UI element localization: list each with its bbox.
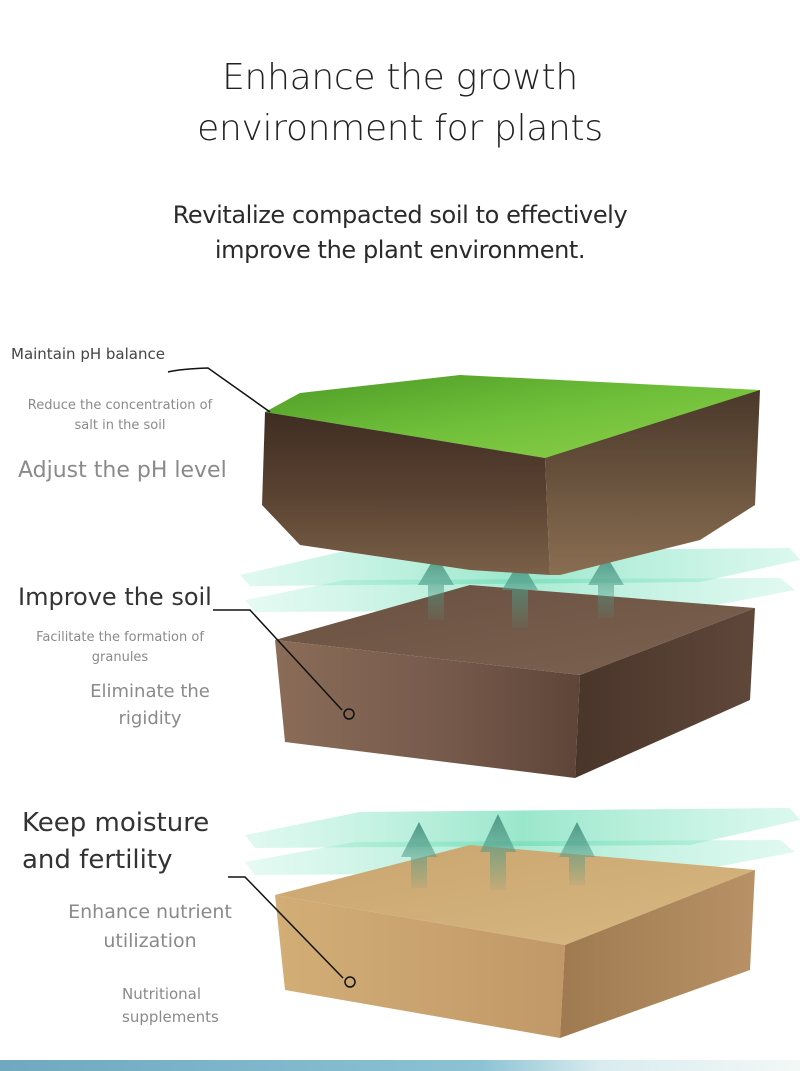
label-keep-moisture-line1: Keep moisture: [22, 808, 210, 838]
leader-lines: [167, 367, 356, 988]
label-eliminate-rigidity: Eliminate the rigidity: [70, 678, 230, 732]
arrow-up-icon: [559, 822, 595, 885]
label-enhance-nutrient-line2: utilization: [103, 930, 197, 952]
label-nutritional-supplements-line2: supplements: [122, 1008, 219, 1026]
subtitle-line-2: improve the plant environment.: [214, 236, 586, 264]
label-facilitate-granules-line1: Facilitate the formation of: [36, 630, 204, 645]
arrow-up-icon: [418, 555, 454, 620]
label-enhance-nutrient-line1: Enhance nutrient: [68, 901, 232, 923]
label-facilitate-granules: Facilitate the formation of granules: [20, 628, 220, 668]
leader-marker-moisture: [344, 976, 356, 988]
sandy-soil-block: [275, 845, 755, 1038]
label-reduce-salt: Reduce the concentration of salt in the …: [10, 396, 230, 436]
subtitle-line-1: Revitalize compacted soil to effectively: [172, 201, 628, 229]
bottom-band: [0, 1060, 800, 1071]
arrow-up-icon: [401, 822, 437, 888]
label-eliminate-rigidity-line2: rigidity: [118, 708, 182, 729]
title-line-1: Enhance the growth: [222, 57, 578, 98]
label-reduce-salt-line2: salt in the soil: [74, 418, 166, 433]
page-title: Enhance the growth environment for plant…: [0, 52, 800, 154]
loam-soil-block: [275, 585, 755, 778]
label-adjust-ph: Adjust the pH level: [18, 458, 227, 483]
label-eliminate-rigidity-line1: Eliminate the: [90, 681, 210, 702]
arrow-up-icon: [480, 814, 516, 890]
leader-line-ph: [167, 367, 271, 413]
upward-arrows-lower: [401, 814, 595, 890]
label-keep-moisture-line2: and fertility: [22, 845, 173, 875]
label-maintain-ph: Maintain pH balance: [11, 345, 165, 363]
label-keep-moisture: Keep moisture and fertility: [22, 805, 209, 879]
label-improve-soil: Improve the soil: [18, 583, 212, 611]
title-line-2: environment for plants: [197, 108, 603, 149]
leader-line-soil: [213, 609, 343, 711]
label-facilitate-granules-line2: granules: [91, 650, 149, 665]
label-nutritional-supplements: Nutritional supplements: [122, 983, 219, 1029]
label-reduce-salt-line1: Reduce the concentration of: [27, 398, 213, 413]
label-enhance-nutrient: Enhance nutrient utilization: [50, 898, 250, 956]
page-subtitle: Revitalize compacted soil to effectively…: [0, 198, 800, 268]
leader-marker-soil: [343, 708, 355, 720]
leader-line-moisture: [228, 876, 344, 979]
label-nutritional-supplements-line1: Nutritional: [122, 985, 202, 1003]
arrow-up-icon: [588, 555, 624, 618]
grass-topsoil-block: [262, 375, 760, 575]
arrow-up-icon: [502, 560, 538, 628]
upward-arrows-upper: [418, 555, 624, 628]
